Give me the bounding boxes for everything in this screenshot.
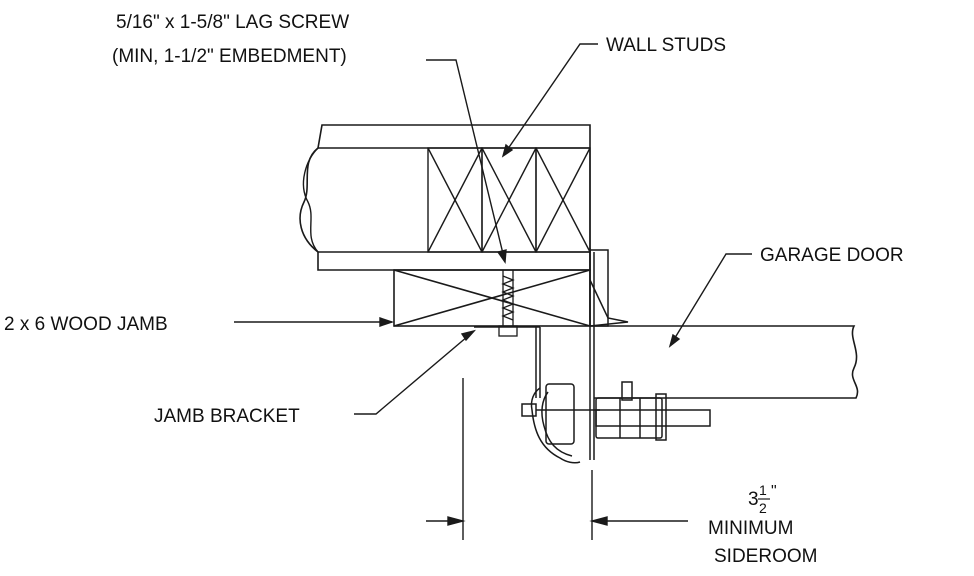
dimension-inch-mark: " [771, 483, 777, 500]
jamb-bracket [474, 326, 541, 398]
dimension-denominator: 2 [759, 500, 767, 516]
lag-screw [498, 270, 518, 337]
sideroom-label-line1: MINIMUM [708, 518, 793, 539]
dimension-whole: 3 [748, 489, 759, 510]
lag-screw-label-line1: 5/16" x 1-5/8" LAG SCREW [116, 12, 349, 33]
wall-studs [427, 147, 591, 253]
lag-screw-label-line2: (MIN, 1-1/2" EMBEDMENT) [112, 46, 347, 67]
sideroom-label-line2: SIDEROOM [714, 546, 817, 567]
dimension-numerator: 1 [759, 482, 767, 498]
leader-lines [234, 43, 752, 415]
door-track-hardware [521, 248, 711, 464]
garage-door-panel [590, 325, 859, 399]
wood-jamb [393, 269, 591, 327]
wall-studs-label: WALL STUDS [606, 35, 726, 56]
wood-jamb-label: 2 x 6 WOOD JAMB [4, 314, 168, 335]
garage-door-label: GARAGE DOOR [760, 245, 904, 266]
jamb-bracket-label: JAMB BRACKET [154, 406, 300, 427]
wall-section [299, 124, 591, 271]
sideroom-dimension [426, 378, 688, 540]
